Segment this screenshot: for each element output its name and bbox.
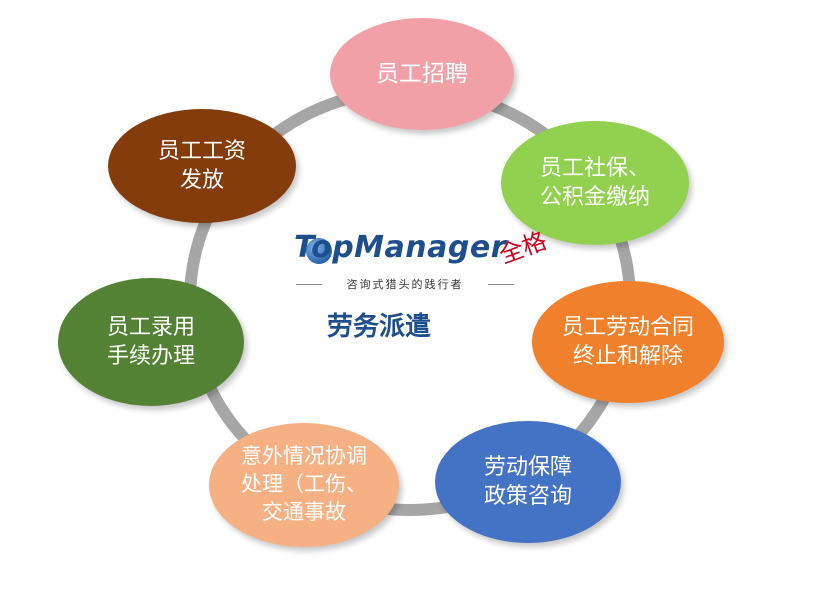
node-onboarding: 员工录用 手续办理	[58, 278, 244, 406]
node-accident-handling: 意外情况协调 处理（工伤、 交通事故	[209, 423, 399, 547]
slogan-divider-right	[488, 284, 514, 285]
node-accident-handling-label: 意外情况协调 处理（工伤、 交通事故	[241, 444, 367, 524]
node-staff-recruitment: 员工招聘	[330, 18, 514, 130]
node-labor-policy-label: 劳动保障 政策咨询	[483, 454, 572, 509]
company-logo: TopManager	[294, 230, 506, 265]
node-social-insurance-label: 员工社保、 公积金缴纳	[539, 155, 650, 210]
node-salary-payment: 员工工资 发放	[108, 109, 296, 223]
node-social-insurance: 员工社保、 公积金缴纳	[501, 121, 689, 245]
node-recruitment-label: 员工招聘	[376, 60, 468, 87]
node-contract-termination-label: 员工劳动合同 终止和解除	[561, 314, 694, 369]
logo-chinese-mark: 全格	[495, 226, 551, 270]
node-onboarding-label: 员工录用 手续办理	[106, 314, 195, 369]
node-contract-termination: 员工劳动合同 终止和解除	[532, 281, 724, 403]
node-labor-policy: 劳动保障 政策咨询	[435, 421, 621, 543]
center-block: TopManager 全格 咨询式猎头的践行者 劳务派遣	[286, 222, 551, 352]
slogan-divider-left	[296, 284, 322, 285]
slogan: 咨询式猎头的践行者	[346, 278, 464, 291]
node-salary-payment-label: 员工工资 发放	[157, 138, 246, 193]
center-title: 劳务派遣	[326, 312, 431, 342]
globe-icon	[306, 238, 332, 264]
